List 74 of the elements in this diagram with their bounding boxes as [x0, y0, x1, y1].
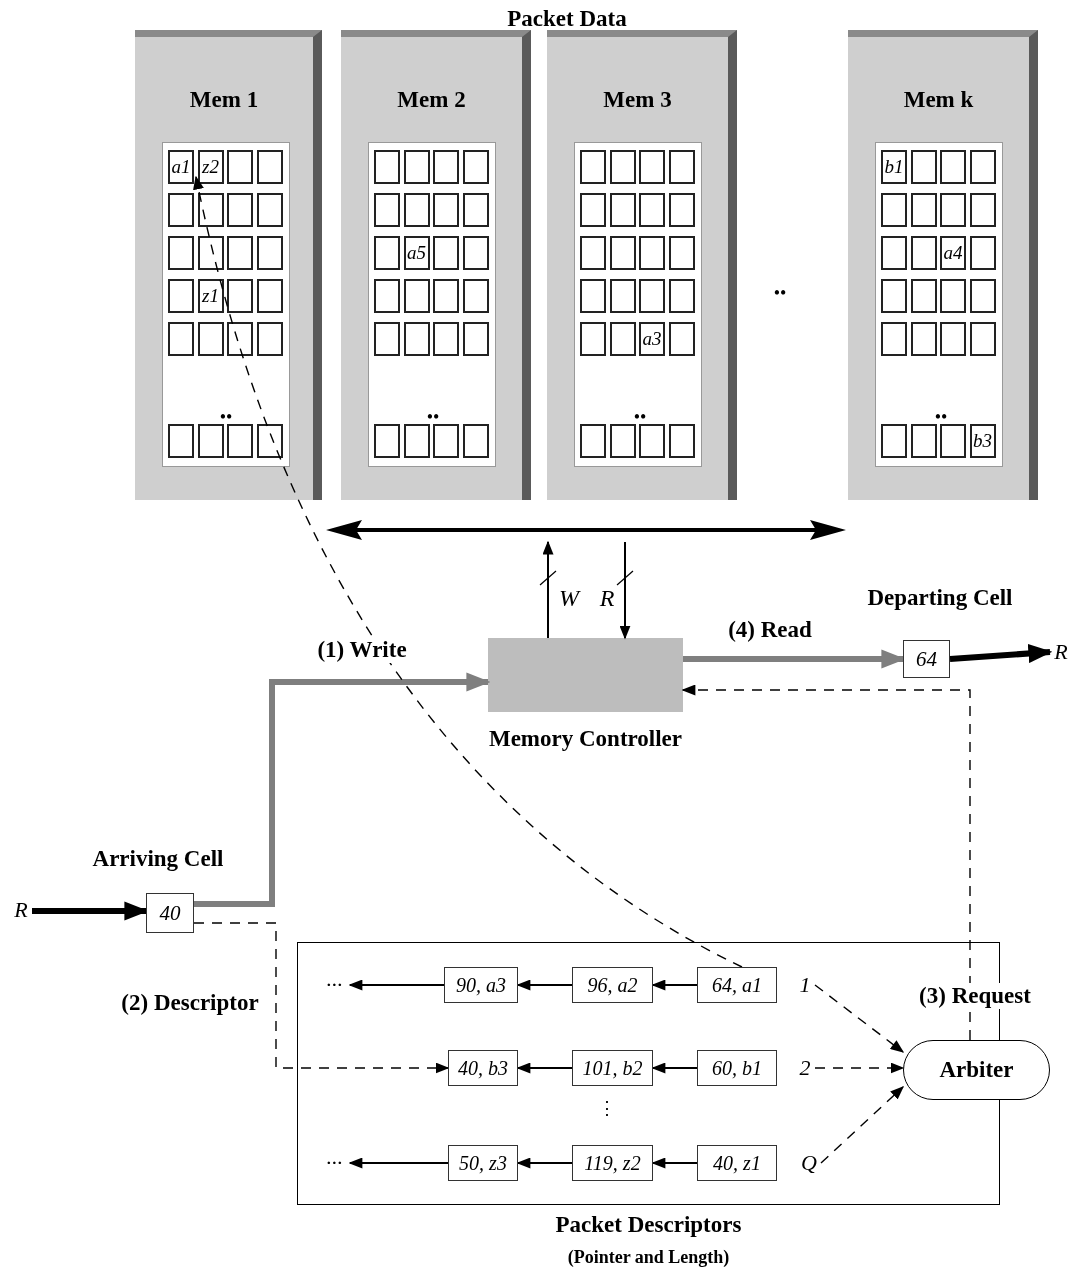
cell-box: 64 — [903, 640, 950, 678]
arrow — [542, 540, 554, 639]
memory-cell: b1 — [881, 150, 907, 184]
descriptor-box: 119, z2 — [572, 1145, 653, 1181]
memory-cell: a1 — [168, 150, 194, 184]
arrow — [32, 901, 149, 921]
arrow — [516, 1062, 573, 1074]
dashed-arrow — [820, 1086, 904, 1164]
row-label: ··· — [318, 972, 350, 998]
controller-label: Memory Controller — [488, 726, 683, 752]
arrow — [619, 541, 631, 640]
memory-bank-title: Mem 1 — [188, 87, 260, 113]
panel-caption: (Pointer and Length) — [566, 1247, 731, 1268]
descriptor-box: 40, z1 — [697, 1145, 777, 1181]
descriptor-box: 90, a3 — [444, 967, 518, 1003]
edge-label: (1) Write — [315, 637, 409, 663]
row-label: Q — [797, 1148, 821, 1178]
memory-bank-panel — [547, 30, 737, 500]
row-label: R — [1050, 637, 1072, 667]
dashed-arrow — [814, 984, 905, 1053]
descriptor-box: 60, b1 — [697, 1050, 777, 1086]
ellipsis: •• — [425, 406, 441, 428]
arrow — [683, 649, 906, 669]
arrow — [348, 979, 445, 991]
dashed-arrow — [814, 1062, 905, 1074]
dashed-arrow — [681, 684, 971, 1041]
arbiter-box: Arbiter — [903, 1040, 1050, 1100]
memory-bank-panel — [135, 30, 322, 500]
edge-label: W — [558, 584, 581, 612]
ellipsis: •• — [218, 406, 234, 428]
cell-heading: Departing Cell — [866, 585, 1014, 611]
arrow — [651, 1062, 698, 1074]
descriptor-box: 50, z3 — [448, 1145, 518, 1181]
memory-cell: a4 — [940, 236, 966, 270]
arrow — [651, 1157, 698, 1169]
descriptor-box: 40, b3 — [448, 1050, 518, 1086]
edge-label: (3) Request — [917, 983, 1033, 1009]
row-label: 2 — [795, 1053, 815, 1083]
arrow — [516, 979, 573, 991]
arrow — [194, 672, 491, 907]
ellipsis: •• — [933, 406, 949, 428]
memory-bank-title: Mem 2 — [396, 87, 467, 113]
row-label: ··· — [318, 1150, 350, 1176]
descriptor-box: 101, b2 — [572, 1050, 653, 1086]
memory-bank-panel — [848, 30, 1038, 500]
memory-cell: z1 — [197, 279, 224, 313]
memory-bank-title: Mem 3 — [602, 87, 673, 113]
dashed-arrow — [193, 175, 743, 968]
cell-heading: Arriving Cell — [91, 846, 225, 872]
memory-bank-title: Mem k — [902, 87, 975, 113]
arrow — [949, 643, 1053, 664]
row-label: R — [10, 895, 32, 925]
bus-line — [326, 518, 846, 542]
edge-label: R — [598, 584, 616, 612]
cell-box: 40 — [146, 893, 194, 933]
memory-cell: a3 — [639, 322, 665, 356]
descriptor-box: 96, a2 — [572, 967, 653, 1003]
edge-label: (4) Read — [726, 617, 814, 643]
ellipsis: •• — [632, 406, 648, 428]
vertical-ellipsis: ⋮ — [597, 1097, 617, 1119]
memory-cell: a5 — [403, 236, 430, 270]
descriptor-box: 64, a1 — [697, 967, 777, 1003]
memory-cell: z2 — [197, 150, 224, 184]
row-label: 1 — [795, 970, 815, 1000]
panel-caption: Packet Descriptors — [554, 1212, 743, 1238]
diagram-title: Packet Data — [506, 6, 628, 32]
arrow — [651, 979, 698, 991]
edge-label: (2) Descriptor — [119, 990, 261, 1016]
ellipsis: •• — [772, 282, 788, 304]
dashed-arrow — [193, 922, 450, 1074]
arrow — [516, 1157, 573, 1169]
arrow — [348, 1157, 449, 1169]
memory-bank-panel — [341, 30, 531, 500]
memory-cell: b3 — [969, 424, 996, 458]
